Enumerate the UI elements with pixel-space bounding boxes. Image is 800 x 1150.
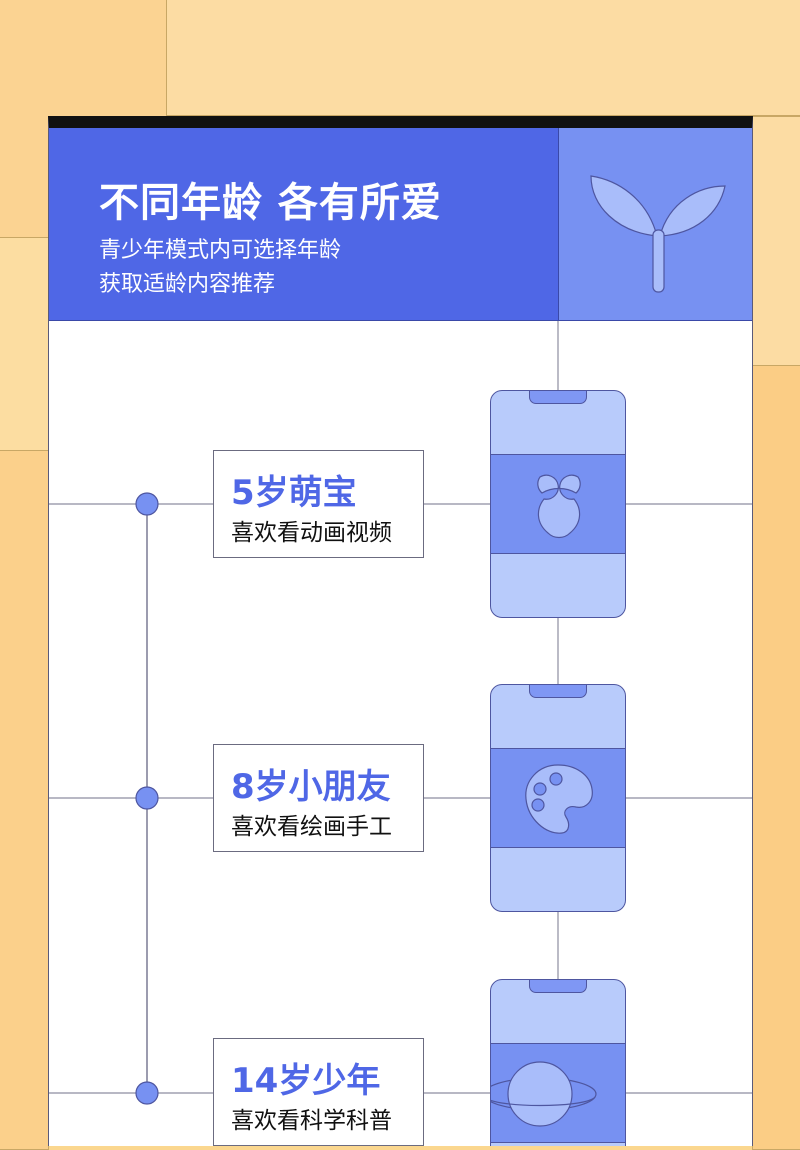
subtitle-line: 青少年模式内可选择年龄 [99,238,342,263]
page-title: 不同年龄 各有所爱 [99,180,442,226]
phone-screen-band [491,454,625,554]
phone-notch [529,980,587,993]
interest-label: 喜欢看科学科普 [231,1108,392,1134]
bear-icon [537,474,581,539]
background-block [752,116,800,366]
planet-icon [491,1061,597,1127]
timeline-dot [135,1081,159,1105]
palette-icon [525,764,593,834]
sprout-icon [590,175,726,293]
phone-illustration [490,390,626,618]
phone-screen-band [491,1043,625,1143]
phone-notch [529,391,587,404]
age-label: 8岁小朋友 [231,767,391,807]
phone-screen-band [491,748,625,848]
age-card: 8岁小朋友 喜欢看绘画手工 [213,744,424,852]
interest-label: 喜欢看动画视频 [231,520,392,546]
interest-label: 喜欢看绘画手工 [231,814,392,840]
page-subtitle: 青少年模式内可选择年龄 获取适龄内容推荐 [99,234,341,302]
header-icon-panel [558,128,752,321]
background-block [752,365,800,1150]
phone-illustration [490,979,626,1146]
background-block [166,0,800,116]
header-banner: 不同年龄 各有所爱 青少年模式内可选择年龄 获取适龄内容推荐 [49,128,558,321]
phone-notch [529,685,587,698]
timeline-dot [135,492,159,516]
age-label: 14岁少年 [231,1061,381,1101]
content-card: 不同年龄 各有所爱 青少年模式内可选择年龄 获取适龄内容推荐 5岁萌宝 喜欢看动… [48,116,753,1146]
age-label: 5岁萌宝 [231,473,357,513]
subtitle-line: 获取适龄内容推荐 [99,272,276,297]
age-card: 14岁少年 喜欢看科学科普 [213,1038,424,1146]
background-block [0,450,49,1150]
age-card: 5岁萌宝 喜欢看动画视频 [213,450,424,558]
timeline-dot [135,786,159,810]
background-block [0,237,49,451]
phone-illustration [490,684,626,912]
